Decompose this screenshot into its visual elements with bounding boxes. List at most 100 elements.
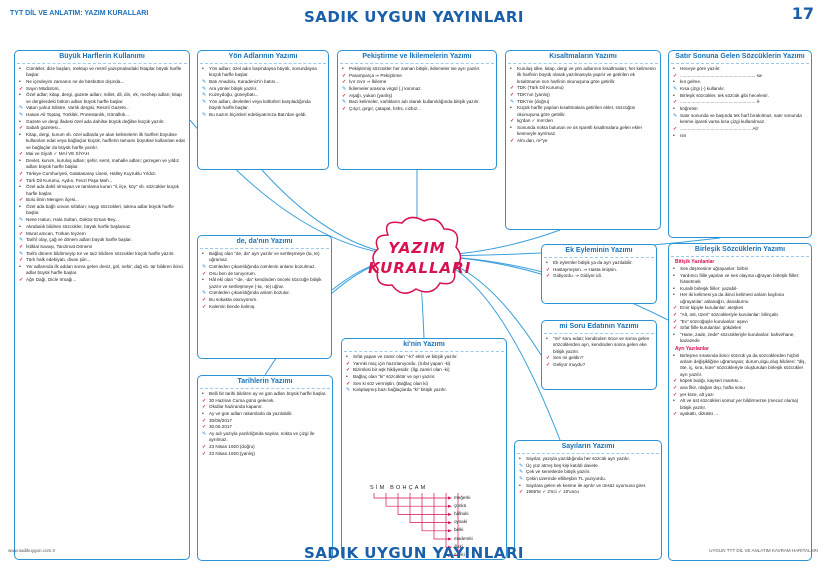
rule-item: Kalıplaşmış bazı bağlaçlarda "ki" bitişi…	[346, 387, 502, 394]
rule-item: Geliyor muydu?	[546, 362, 652, 369]
rule-item: Bizimkisi bir aşk hikâyesidir. (İlgi zam…	[346, 367, 502, 374]
rule-item: "Alt, üst, üzeri" sözcükleriyle kurulanl…	[673, 312, 807, 319]
arrow-icon	[448, 512, 452, 516]
rule-item: Özel adlar; kitap, dergi, gazete adları;…	[19, 92, 185, 105]
box-title: Satır Sonuna Gelen Sözcüklerin Yazımı	[671, 51, 809, 65]
rule-item: Ağrı Dağı, Dicle Irmağı...	[19, 277, 185, 284]
rule-item: "Hane, zade, zede" sözcükleriyle kurulan…	[673, 332, 807, 345]
rule-item: 30.06.2017	[202, 424, 328, 431]
rule-item: Sabah gazetesi...	[19, 125, 185, 132]
rule-item: 1965'te ✓ 2'nci ✓ 10'uncu	[519, 489, 657, 496]
tree-word: sanki	[454, 551, 465, 557]
box-title: Pekiştirme ve İkilemelerin Yazımı	[340, 51, 494, 65]
tree-word: illaki	[454, 543, 463, 549]
center-title-line2: KURALLARI	[368, 259, 472, 277]
tree-lines	[373, 493, 459, 557]
rule-item: İkilemeler arasına virgül (,) konmaz.	[342, 86, 492, 93]
rule-item: Ne içindeyim zamanın ne de büsbütün dışı…	[19, 79, 185, 86]
rule-item: Bağlaç olan "ki" sözcüktür ve ayrı yazıl…	[346, 374, 502, 381]
rule-item: ana fikir, olağan dışı, hafta sonu	[673, 385, 807, 392]
rule-item: 23 Nisan.1920 (yanlış)	[202, 451, 328, 458]
rule-item: Emir kipiyle kurulanlar: ateşkes	[673, 305, 807, 312]
rule-item: Kurallı birleşik fiiller: yazabil-	[673, 286, 807, 293]
rule-item: Türk halk edebiyatı, divan şiiri...	[19, 257, 185, 264]
rule-item: yer küre, alt yazı	[673, 392, 807, 399]
rule-item: Murat amcan, Türkan teyzem	[19, 231, 185, 238]
tree-root: SİM BOHÇAM	[370, 485, 428, 491]
item-list: Bitişik YazılanlarSes düşmesine uğrayanl…	[673, 259, 807, 418]
rule-item: Aşağı, yukarı (yanlış)	[342, 93, 492, 100]
rule-item: Vatan yahut Silistre, Varlık dergisi, Re…	[19, 105, 185, 112]
item-list: Sıfat yapan ve zamir olan "-ki" ektir ve…	[346, 354, 502, 394]
rule-item: TDK (Türk Dil Kurumu)	[510, 85, 656, 92]
rule-item: kın gelme.	[673, 79, 807, 86]
item-list: "mi" soru edatı; kendinden önce ve sonra…	[546, 336, 652, 369]
rule-item: Alt ve üst sözcükleri somut yer bildirme…	[673, 398, 807, 411]
footer-publisher-title: SADIK UYGUN YAYINLARI	[304, 544, 524, 562]
box-ek-eylem: Ek Eyleminin YazımıEk eylemler bitişik y…	[541, 244, 657, 304]
rule-item: Hasan Ali Toptaş, Türklük, Protestanlık,…	[19, 112, 185, 119]
rule-item: TDK'nın (yanlış)	[510, 92, 656, 99]
tree-branch	[445, 493, 448, 548]
rule-item: Sen mi geldin?	[546, 355, 652, 362]
rule-item: ........................................…	[673, 73, 807, 80]
rule-item: Heceye göre yazılır.	[673, 66, 807, 73]
tree-word: hâlbuki	[454, 510, 469, 516]
arrow-icon	[448, 529, 452, 533]
arrow-icon	[448, 504, 452, 508]
rule-item: Her iki kelimesi ya da ikinci kelimesi a…	[673, 292, 807, 305]
section-heading: Ayrı Yazılanlar	[675, 345, 709, 352]
rule-item: Cümleden çıkarıldığında anlam bozulur.	[202, 290, 327, 297]
arrow-icon	[448, 545, 452, 549]
tree-word: oysaki	[454, 519, 468, 525]
box-title: Birleşik Sözcüklerin Yazımı	[671, 244, 809, 258]
rule-item: Yardımcı fiille yapılan ve ses olayına u…	[673, 273, 807, 286]
publisher-title: SADIK UYGUN YAYINLARI	[304, 8, 524, 26]
rule-item: Sayılara gelen ek kesme ile ayrılır ve ü…	[519, 483, 657, 490]
center-cloud: YAZIM KURALLARI	[368, 213, 472, 299]
box-ki: ki'nin YazımıSıfat yapan ve zamir olan "…	[341, 338, 507, 560]
footer-website: www.sadikuygun.com.tr	[8, 548, 56, 553]
rule-item: Ek eylemler bitişik ya da ayrı yazılabil…	[546, 260, 652, 267]
item-list: Kuruluş ülke, kitap, dergi ve yön adları…	[510, 66, 656, 145]
rule-item: Sıfat fiille kurulanlar: gökdelen	[673, 325, 807, 332]
tree-word: meğerki	[454, 494, 471, 500]
tree-word: mademki	[454, 535, 473, 541]
rule-item: Özel ada dahil olmayan ve tamlama kuran …	[19, 184, 185, 197]
rule-item: Birleşik sözcükler, tek sözcük gibi hece…	[673, 93, 807, 100]
rule-item: Özel ada bağlı unvan sıfatları; saygı sö…	[19, 204, 185, 217]
box-title: de, da'nın Yazımı	[200, 236, 329, 250]
rule-item: Türkiye Cumhuriyeti, Galatasaray Lisesi,…	[19, 171, 185, 178]
rule-item: Kitap, dergi, kurum vb. özel adlarda ye …	[19, 132, 185, 151]
rule-item: Onu ben de tanıyorum.	[202, 271, 327, 278]
box-sayilar: Sayıların YazımıSayılar, yazıyla yazıldı…	[514, 440, 662, 560]
rule-item: Sıfat yapan ve zamir olan "-ki" ektir ve…	[346, 354, 502, 361]
rule-item: Sen ki söz vermiştin. (Bağlaç olan ki)	[346, 381, 502, 388]
rule-item: köğretim	[673, 106, 807, 113]
box-title: Tarihlerin Yazımı	[200, 376, 330, 390]
arrow-icon	[448, 537, 452, 541]
rule-item: köpek balığı, kayseri mantısı...	[673, 378, 807, 385]
rule-item: 30/06/2017	[202, 418, 328, 425]
box-title: Ek Eyleminin Yazımı	[544, 245, 654, 259]
tree-branch	[433, 493, 448, 540]
rule-item: Bazı kelimeler, varlıkların adı olarak k…	[342, 99, 492, 106]
rule-item: Küçük harfle yapılan kısaltmalara getiri…	[510, 105, 656, 118]
rule-item: Paramparça ⇒ Pekiştirme	[342, 73, 492, 80]
page-number: 17	[791, 4, 814, 23]
rule-item: Türk Dil Kurumu, Aydın, Fevzi Paşa Mah..…	[19, 178, 185, 185]
rule-item: Sayılar, yazıyla yazıldığında her sözcük…	[519, 456, 657, 463]
rule-item: Bağlaç olan "de, da" ayrı yazılır ve ser…	[202, 251, 327, 264]
box-kisaltma: Kısaltmaların YazımıKuruluş ülke, kitap,…	[505, 50, 661, 230]
rule-item: Yön adları; özel adın başındaysa büyük, …	[202, 66, 324, 79]
rule-item: nin	[673, 133, 807, 140]
rule-item: Kalemin bende kalmış.	[202, 304, 327, 311]
rule-item: 23 Nisan 1920 (doğru)	[202, 444, 328, 451]
arrow-icon	[448, 553, 452, 557]
item-list: Pekiştirmiş sözcükler her zaman bitişik,…	[342, 66, 492, 113]
rule-item: Devlet, kurum, kuruluş adları; şehir, se…	[19, 158, 185, 171]
box-pekistirme: Pekiştirme ve İkilemelerin YazımıPekişti…	[337, 50, 497, 170]
